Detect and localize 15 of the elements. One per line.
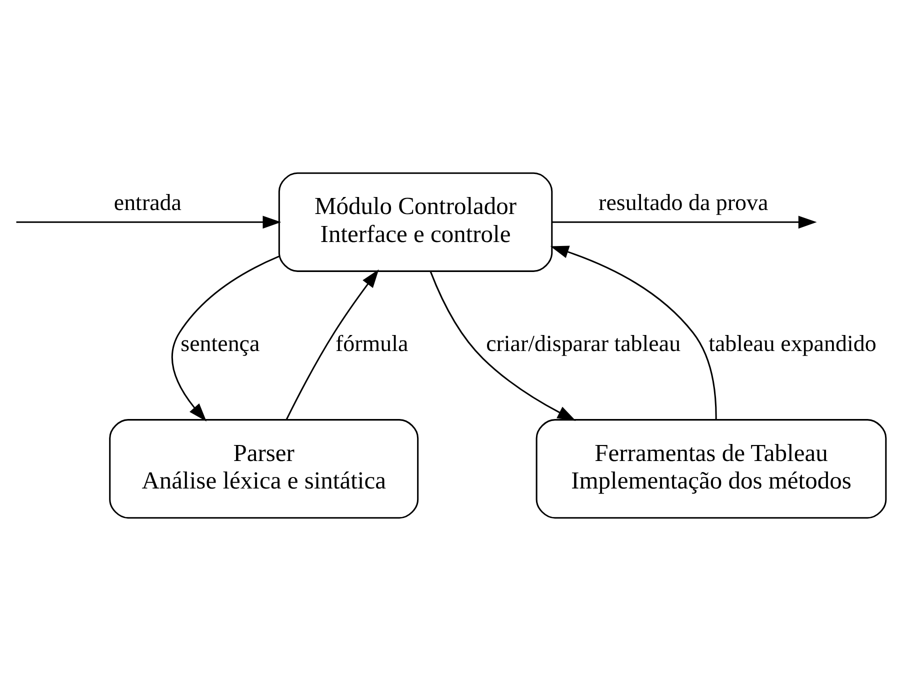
- arrow: [16, 215, 282, 228]
- edge-label: fórmula: [336, 330, 408, 356]
- edge-label: entrada: [114, 189, 182, 214]
- node-box: Parser Análise léxica e sintática: [109, 418, 419, 518]
- arrow: [552, 215, 817, 228]
- edge-label: criar/disparar tableau: [486, 330, 681, 356]
- arrow: [286, 268, 379, 420]
- arrow: [172, 255, 280, 421]
- edge-label: resultado da prova: [598, 189, 768, 214]
- edge-label: tableau expandido: [708, 330, 876, 356]
- edge-label: sentença: [180, 330, 260, 356]
- arrow: [550, 245, 717, 420]
- arrow: [430, 270, 576, 420]
- node-box: Ferramentas de Tableau Implementação dos métodos: [536, 418, 887, 518]
- node-box: Módulo Controlador Interface e controle: [278, 172, 553, 272]
